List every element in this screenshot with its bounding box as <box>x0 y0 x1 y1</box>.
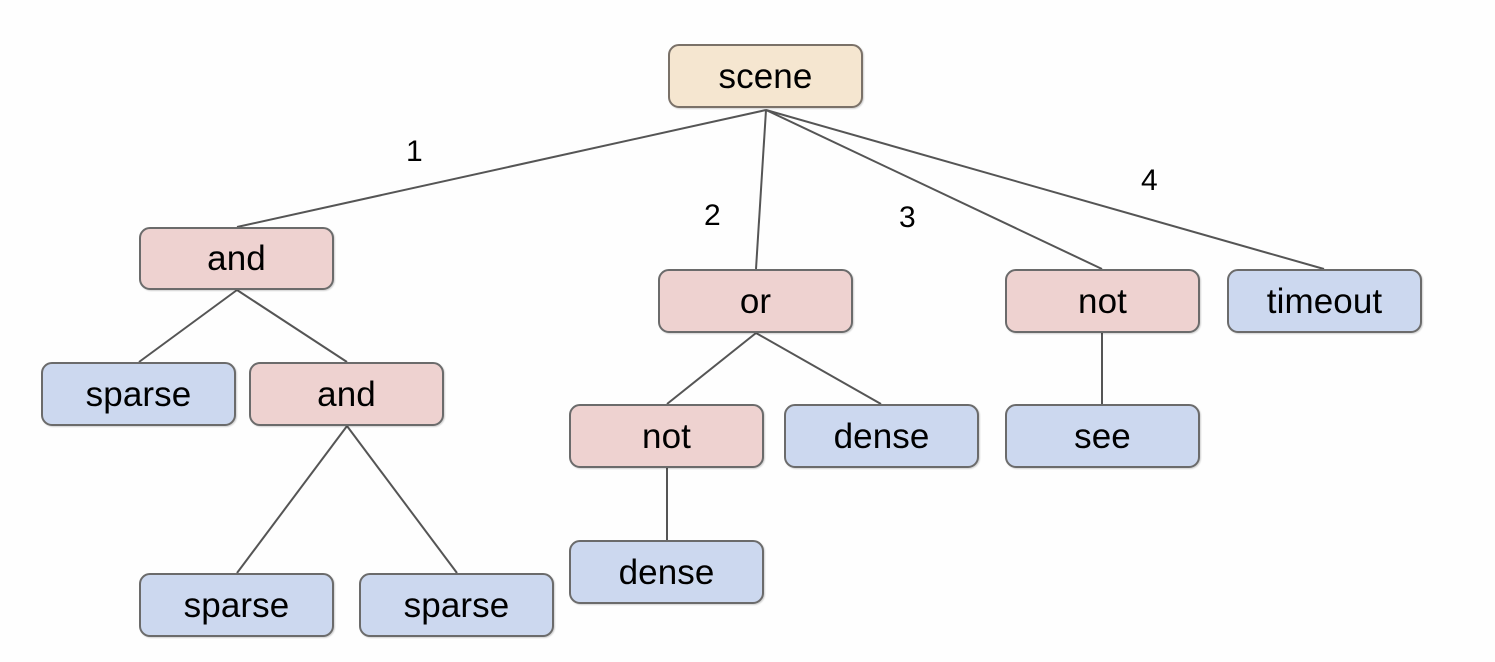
tree-node-not2[interactable]: not <box>1005 269 1200 333</box>
tree-edge <box>138 289 238 363</box>
tree-node-see1[interactable]: see <box>1005 404 1200 468</box>
tree-node-and1[interactable]: and <box>139 227 334 290</box>
tree-node-scene[interactable]: scene <box>668 44 863 108</box>
tree-edge <box>755 332 882 405</box>
tree-node-label: dense <box>618 552 715 592</box>
tree-edge <box>765 109 1325 270</box>
tree-node-label: not <box>1078 281 1127 321</box>
tree-edge <box>765 109 1103 270</box>
tree-edge <box>236 425 348 574</box>
tree-node-label: and <box>207 239 266 278</box>
tree-node-sparse2[interactable]: sparse <box>139 573 334 637</box>
edge-label-3: 3 <box>899 201 916 234</box>
tree-node-not1[interactable]: not <box>569 404 764 468</box>
tree-edge <box>346 425 458 574</box>
tree-node-timeout1[interactable]: timeout <box>1227 269 1422 333</box>
tree-node-sparse1[interactable]: sparse <box>41 362 236 426</box>
edge-label-4: 4 <box>1141 164 1158 197</box>
tree-node-label: scene <box>718 56 813 96</box>
tree-edge <box>236 109 767 228</box>
tree-node-label: not <box>642 416 691 456</box>
tree-node-dense1[interactable]: dense <box>784 404 979 468</box>
tree-node-label: dense <box>833 416 930 456</box>
tree-node-label: sparse <box>85 374 192 414</box>
tree-node-label: timeout <box>1266 281 1383 321</box>
tree-node-label: and <box>317 374 376 414</box>
tree-edge <box>236 289 348 363</box>
tree-edge <box>755 109 767 270</box>
tree-edge <box>666 332 757 405</box>
edge-label-2: 2 <box>704 199 721 232</box>
tree-node-label: sparse <box>403 585 510 625</box>
edge-label-1: 1 <box>406 135 423 168</box>
tree-node-label: or <box>739 281 772 321</box>
tree-node-label: sparse <box>183 585 290 625</box>
tree-node-label: see <box>1074 416 1131 456</box>
tree-node-or1[interactable]: or <box>658 269 853 333</box>
tree-node-dense2[interactable]: dense <box>569 540 764 604</box>
tree-node-sparse3[interactable]: sparse <box>359 573 554 637</box>
tree-node-and2[interactable]: and <box>249 362 444 426</box>
